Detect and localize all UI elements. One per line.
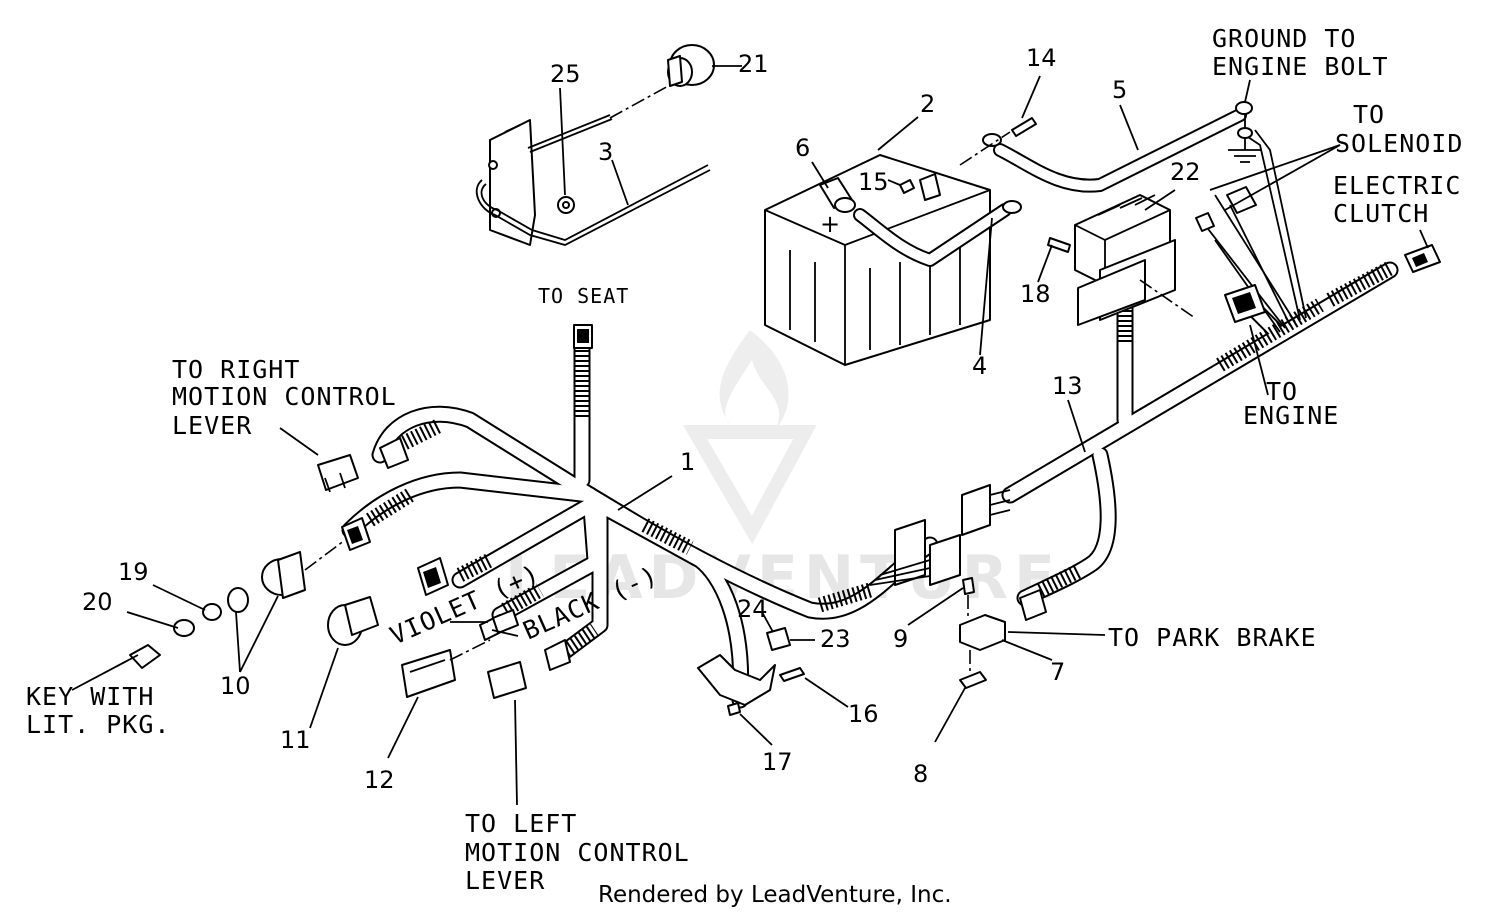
- footer-credit: Rendered by LeadVenture, Inc.: [598, 882, 952, 908]
- callout-5: 5: [1112, 76, 1127, 104]
- callout-13: 13: [1052, 372, 1083, 400]
- callout-22: 22: [1170, 158, 1201, 186]
- callout-24: 24: [737, 595, 768, 623]
- electric-clutch-connector: [1404, 244, 1441, 273]
- branch-wires: [1204, 129, 1307, 333]
- svg-text:TO LEFT: TO LEFT: [465, 809, 577, 838]
- socket-12: [401, 639, 491, 698]
- label-to-engine: TO ENGINE: [1243, 377, 1339, 430]
- seat-switch-bracket: [697, 627, 805, 716]
- svg-text:LEVER: LEVER: [465, 866, 545, 895]
- callout-21: 21: [738, 50, 769, 78]
- label-left-motion-control-lever: TO LEFT MOTION CONTROL LEVER: [465, 809, 690, 895]
- screw-18: [1047, 237, 1071, 253]
- watermark-logo: [682, 330, 817, 545]
- callout-10: 10: [220, 672, 251, 700]
- svg-text:GROUND TO: GROUND TO: [1212, 24, 1356, 53]
- svg-text:MOTION CONTROL: MOTION CONTROL: [465, 838, 690, 867]
- callout-17: 17: [762, 748, 793, 776]
- left-lever-connector: [487, 639, 571, 699]
- relay-module-22: [1074, 194, 1196, 326]
- svg-text:LIT. PKG.: LIT. PKG.: [26, 710, 170, 739]
- ignition-switch: [129, 517, 371, 669]
- label-to-park-brake: TO PARK BRAKE: [1108, 623, 1317, 652]
- callout-25: 25: [550, 60, 581, 88]
- svg-text:ENGINE BOLT: ENGINE BOLT: [1212, 52, 1389, 81]
- center-connectors: [869, 484, 1011, 586]
- pto-switch-11: [327, 557, 449, 646]
- label-electric-clutch: ELECTRIC CLUTCH: [1333, 171, 1461, 228]
- svg-text:+: +: [820, 210, 840, 238]
- park-brake-switch: [959, 577, 1047, 689]
- callout-8: 8: [913, 760, 928, 788]
- callout-7: 7: [1050, 658, 1065, 686]
- battery-cables: [853, 101, 1253, 267]
- callout-2: 2: [920, 90, 935, 118]
- callout-9: 9: [893, 625, 908, 653]
- seat-connector: [573, 324, 593, 349]
- label-to-seat: TO SEAT: [538, 284, 629, 308]
- main-harness: [341, 261, 1399, 709]
- svg-text:MOTION CONTROL: MOTION CONTROL: [172, 382, 397, 411]
- svg-text:ELECTRIC: ELECTRIC: [1333, 171, 1461, 200]
- right-lever-connector: [317, 437, 409, 493]
- engine-connector: [1224, 284, 1266, 323]
- label-right-motion-control-lever: TO RIGHT MOTION CONTROL LEVER: [172, 355, 397, 440]
- svg-text:ENGINE: ENGINE: [1243, 401, 1339, 430]
- svg-text:KEY WITH: KEY WITH: [26, 682, 154, 711]
- callout-1: 1: [680, 448, 695, 476]
- callout-4: 4: [972, 352, 987, 380]
- callout-14: 14: [1026, 44, 1057, 72]
- violet-black-terminals: [479, 609, 519, 641]
- bolt-14: [959, 117, 1037, 166]
- svg-text:TO RIGHT: TO RIGHT: [172, 355, 300, 384]
- callout-3: 3: [598, 138, 613, 166]
- label-to-solenoid: TO SOLENOID: [1335, 100, 1463, 158]
- callout-12: 12: [364, 766, 395, 794]
- callout-11: 11: [280, 726, 311, 754]
- svg-text:LEVER: LEVER: [172, 411, 252, 440]
- label-ground-to-engine-bolt: GROUND TO ENGINE BOLT: [1212, 24, 1389, 81]
- svg-text:TO: TO: [1353, 100, 1385, 129]
- ground-symbol-icon: [1228, 115, 1262, 163]
- nut-15: [899, 179, 915, 194]
- callout-numbers: 1 2 3 4 5 6 7 8 9 10 11 12 13 14 15 16 1…: [82, 44, 1201, 794]
- label-key-with-lit-pkg: KEY WITH LIT. PKG.: [26, 682, 170, 739]
- callout-16: 16: [848, 700, 879, 728]
- svg-text:TO: TO: [1266, 377, 1298, 406]
- svg-text:SOLENOID: SOLENOID: [1335, 129, 1463, 158]
- hour-meter-21: [667, 44, 715, 87]
- battery: +: [764, 154, 991, 366]
- callout-18: 18: [1020, 280, 1051, 308]
- svg-text:CLUTCH: CLUTCH: [1333, 199, 1429, 228]
- callout-6: 6: [795, 134, 810, 162]
- callout-15: 15: [858, 168, 889, 196]
- hour-meter-bracket: [475, 84, 711, 246]
- callout-23: 23: [820, 625, 851, 653]
- callout-20: 20: [82, 588, 113, 616]
- leader-lines: [71, 65, 1429, 806]
- callout-19: 19: [118, 558, 149, 586]
